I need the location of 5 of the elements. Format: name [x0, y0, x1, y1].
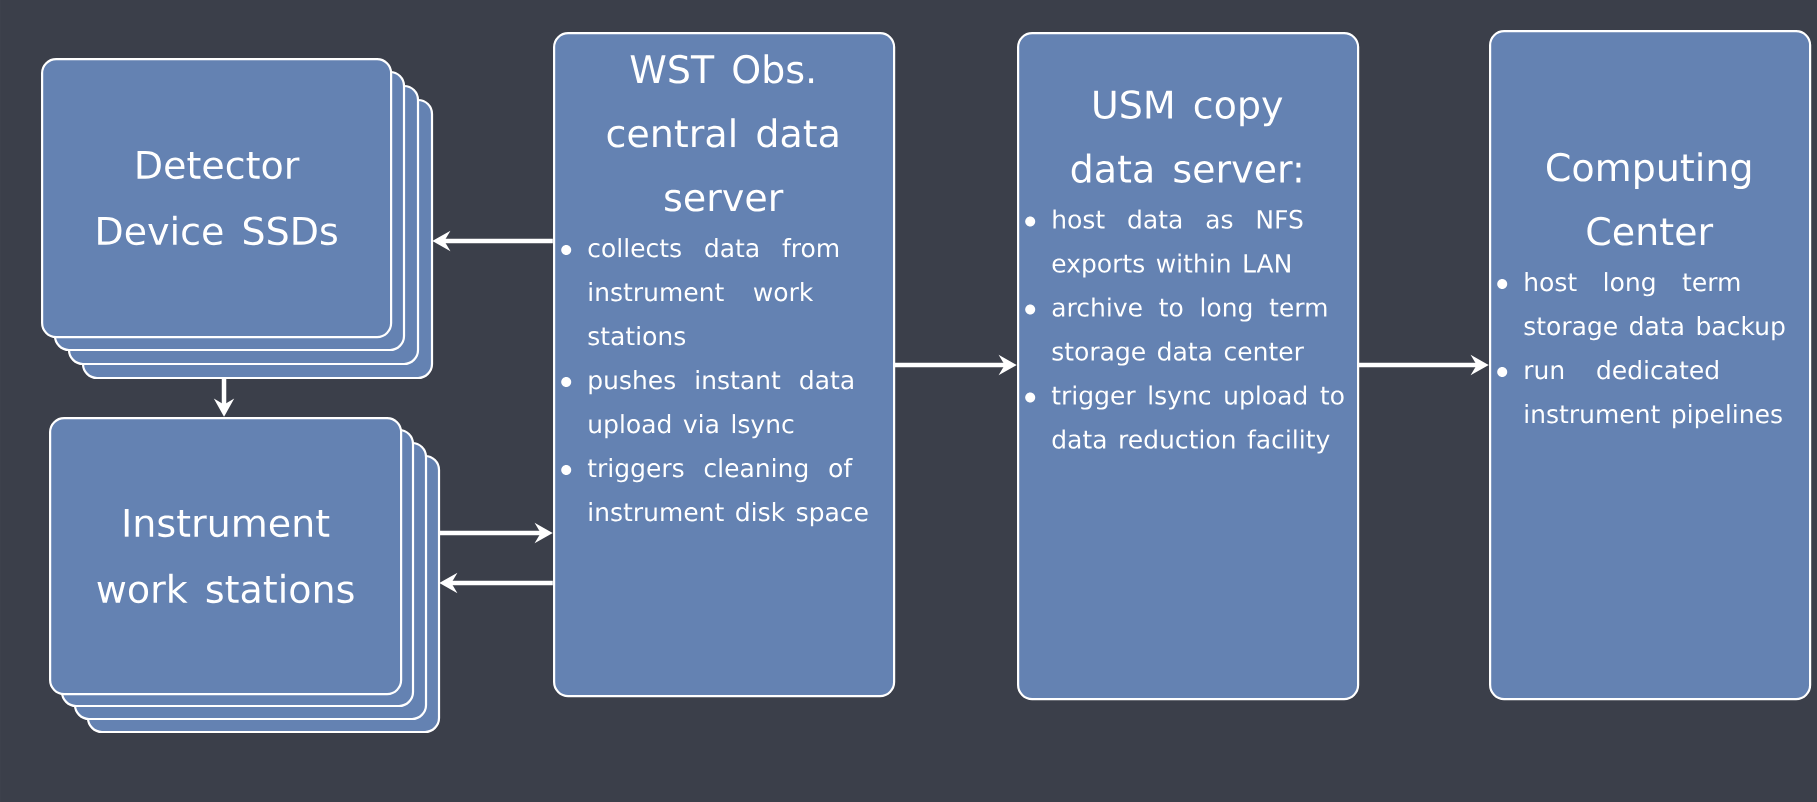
- server-box: Computing Center host long term storage data backup run dedicated instrument pipelines: [1489, 30, 1812, 701]
- server-box: USM copy data server: host data as NFS exports within LAN archive to long term storage data center trigger lsync upload to data reduction facility: [1017, 32, 1360, 701]
- stacked-box: Detector Device SSDs: [41, 58, 434, 380]
- stacked-box: Instrument work stations: [49, 417, 441, 734]
- server-box: WST Obs. central data server collects data from instrument work stations pushes instant data upload via lsync triggers cleaning of instrument disk space: [553, 32, 896, 698]
